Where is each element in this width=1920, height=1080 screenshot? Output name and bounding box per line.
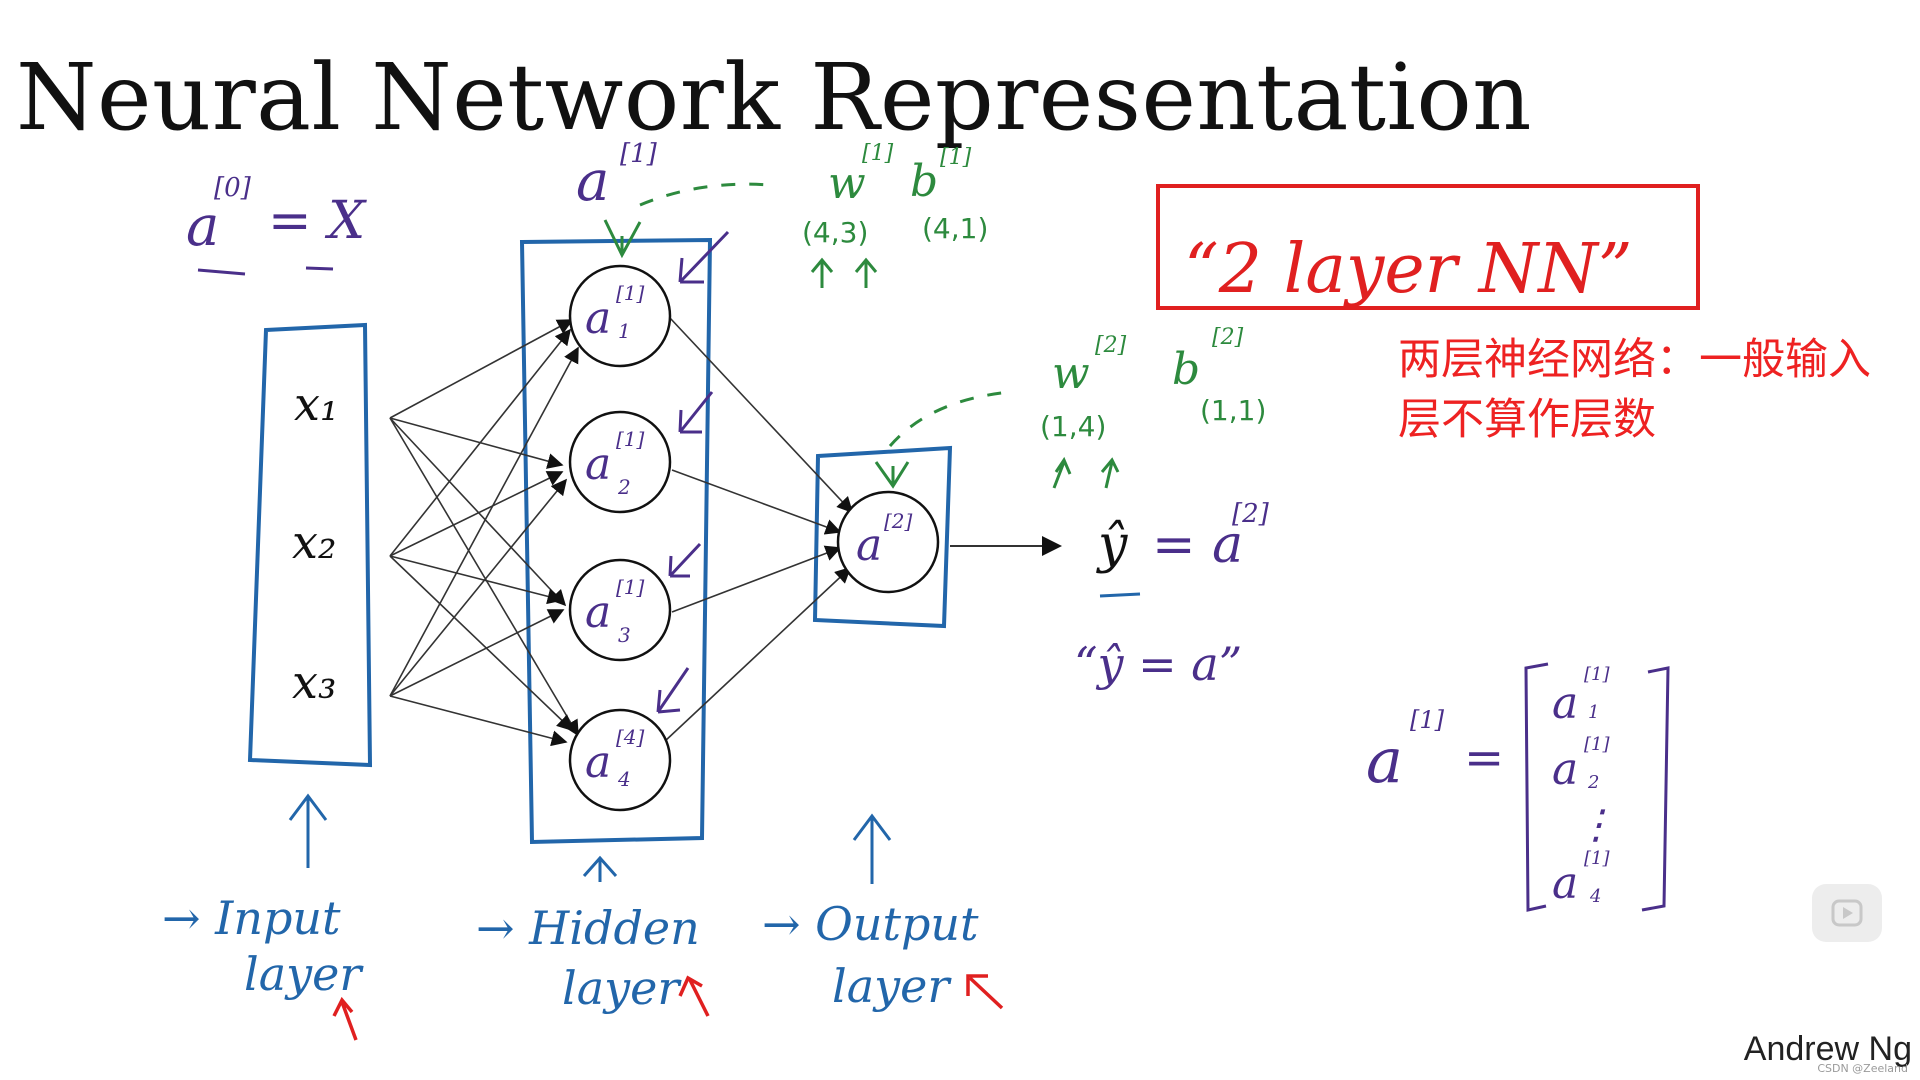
svg-text:[1]: [1] <box>616 427 645 451</box>
yhat-equation: ŷ = a [2] “ŷ = a” <box>1074 499 1270 691</box>
input-layer-label-2: layer <box>244 947 364 1001</box>
svg-text:[1]: [1] <box>1410 706 1445 734</box>
two-layer-nn-box <box>1156 184 1700 310</box>
page-title: Neural Network Representation <box>16 44 1533 151</box>
svg-text:[2]: [2] <box>884 509 913 533</box>
svg-text:[1]: [1] <box>616 281 645 305</box>
svg-text:[4]: [4] <box>616 725 645 749</box>
svg-text:a: a <box>585 737 611 788</box>
svg-text:[2]: [2] <box>1232 499 1270 529</box>
svg-text:w: w <box>1052 348 1090 399</box>
node-pointer-arrows <box>656 230 730 714</box>
svg-text:[2]: [2] <box>1212 325 1244 350</box>
params-layer-1: w [1] b [1] (4,3) (4,1) <box>802 141 988 288</box>
output-layer-label-2: layer <box>832 959 952 1013</box>
svg-text:(4,3): (4,3) <box>802 216 868 249</box>
svg-text:a: a <box>585 587 611 638</box>
svg-text:= X: = X <box>268 191 367 251</box>
chinese-annotation: 两层神经网络：一般输入层不算作层数 <box>1398 335 1871 445</box>
svg-text:a: a <box>1366 724 1403 797</box>
svg-text:2: 2 <box>617 475 631 499</box>
header-green-arrow <box>603 219 642 259</box>
svg-text:a: a <box>576 149 609 214</box>
input-layer-label: → Input <box>162 891 341 945</box>
svg-text:1: 1 <box>618 319 631 343</box>
input-x3: x₃ <box>292 655 336 709</box>
red-pointer-arrows <box>332 974 1004 1041</box>
svg-text:4: 4 <box>617 767 631 791</box>
watermark: CSDN @Zeeland <box>1817 1062 1908 1075</box>
header-dashed-link <box>639 182 771 207</box>
svg-text:“ŷ = a”: “ŷ = a” <box>1074 637 1242 691</box>
svg-text:(1,4): (1,4) <box>1040 410 1106 443</box>
hidden-layer-label-2: layer <box>562 961 682 1015</box>
svg-text:[1]: [1] <box>1584 734 1610 755</box>
svg-text:4: 4 <box>1589 886 1601 907</box>
svg-text:[1]: [1] <box>616 575 645 599</box>
hidden-output-edges <box>663 317 854 743</box>
input-layer-box <box>247 322 373 768</box>
svg-text:(1,1): (1,1) <box>1200 394 1266 427</box>
svg-text:a: a <box>186 194 219 259</box>
svg-text:a: a <box>1552 678 1578 729</box>
svg-text:(4,1): (4,1) <box>922 212 988 245</box>
svg-text:=: = <box>1464 730 1504 786</box>
play-icon[interactable] <box>1812 884 1882 942</box>
svg-text:w: w <box>828 158 866 209</box>
hidden-header: a [1] <box>576 139 658 214</box>
svg-text:a: a <box>1552 858 1578 909</box>
input-hidden-edges <box>389 319 579 747</box>
svg-text:a: a <box>585 439 611 490</box>
svg-text:[1]: [1] <box>620 139 658 169</box>
layer-labels: → Input layer → Hidden layer → Output la… <box>162 891 979 1015</box>
svg-text:1: 1 <box>1588 702 1599 723</box>
input-x1: x₁ <box>294 377 338 431</box>
svg-text:[1]: [1] <box>1584 848 1610 869</box>
hidden-layer-label: → Hidden <box>476 901 700 955</box>
svg-text:[0]: [0] <box>214 173 252 203</box>
play-icon-glyph <box>1831 899 1863 927</box>
svg-text:a: a <box>585 293 611 344</box>
svg-text:[2]: [2] <box>1095 333 1127 358</box>
svg-text:[1]: [1] <box>1584 664 1610 685</box>
svg-text:[1]: [1] <box>862 141 894 166</box>
params-layer-2: w [2] b [2] (1,4) (1,1) <box>1040 325 1266 489</box>
svg-text:= a: = a <box>1152 515 1243 575</box>
hidden-node-4: a [4] 4 <box>568 708 672 812</box>
input-x2: x₂ <box>292 515 336 569</box>
layer-up-arrows <box>288 793 892 884</box>
svg-text:a: a <box>1552 744 1578 795</box>
input-labels: x₁ x₂ x₃ <box>292 377 338 709</box>
author-credit: Andrew Ng <box>1743 1030 1912 1068</box>
svg-text:b: b <box>1172 344 1200 395</box>
svg-text:ŷ: ŷ <box>1096 515 1128 575</box>
output-green-arrow <box>874 461 910 489</box>
output-layer-box <box>812 445 953 629</box>
a0-equals-x: a [0] = X <box>186 173 367 276</box>
output-dashed-link <box>888 390 1011 447</box>
svg-text:b: b <box>910 156 938 207</box>
hidden-node-1: a [1] 1 <box>568 264 672 368</box>
svg-text:a: a <box>856 520 882 571</box>
output-node: a [2] <box>836 490 940 594</box>
svg-text:3: 3 <box>618 623 631 647</box>
output-layer-label: → Output <box>762 897 979 951</box>
a1-vector: a [1] = a [1] 1 a [1] 2 ⋮ a [1] 4 <box>1366 662 1670 912</box>
two-layer-nn-text: “2 layer NN” <box>1184 230 1632 309</box>
hidden-node-3: a [1] 3 <box>568 558 672 662</box>
hidden-layer-box <box>519 237 713 845</box>
hidden-node-2: a [1] 2 <box>568 410 672 514</box>
svg-text:2: 2 <box>1587 772 1599 793</box>
svg-text:⋮: ⋮ <box>1576 802 1616 848</box>
svg-text:[1]: [1] <box>940 145 972 170</box>
